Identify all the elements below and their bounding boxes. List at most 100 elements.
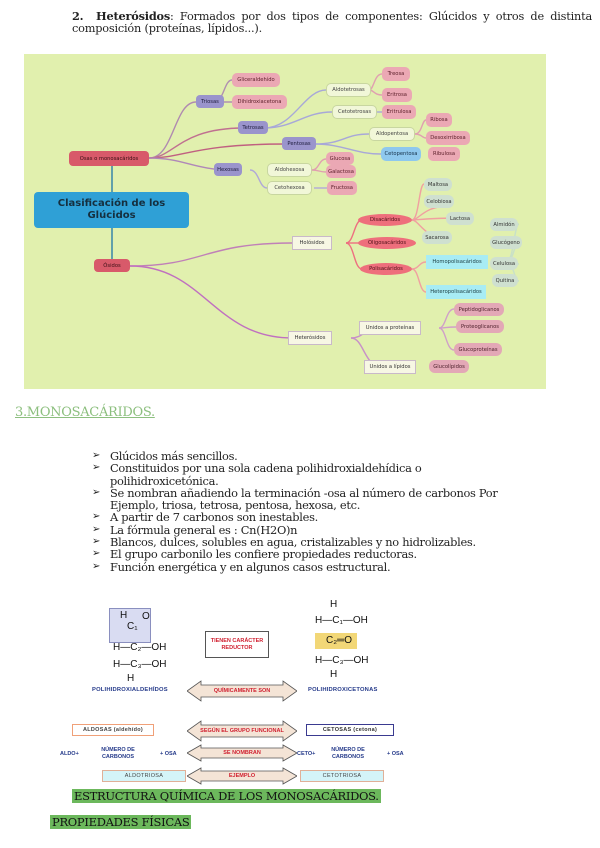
list-item: El grupo carbonilo les confiere propieda… <box>92 548 532 561</box>
double-arrow-icon <box>187 767 297 785</box>
ejemplo-arrow: EJEMPLO <box>187 767 297 785</box>
node-ribosa: Ribosa <box>426 113 452 127</box>
node-almidon: Almidón <box>490 218 518 231</box>
osa-label-2: + OSA <box>387 751 404 757</box>
aldehyde-o: O <box>142 611 150 622</box>
node-aldopentosa: Aldopentosa <box>369 127 415 141</box>
node-sacarosa: Sacarosa <box>422 231 452 244</box>
node-dihidroxiacetona: Dihidroxiacetona <box>232 95 287 109</box>
intro-text: : Formados por dos tipos de componentes:… <box>72 10 592 35</box>
section-title-monosacaridos[interactable]: 3.MONOSACÁRIDOS. <box>15 405 155 420</box>
node-cetohexosa: Cetohexosa <box>267 181 312 195</box>
node-heterosidos: Heterósidos <box>288 331 332 345</box>
list-item: Constituidos por una sola cadena polihid… <box>92 462 532 487</box>
ejemplo-label: EJEMPLO <box>228 772 256 779</box>
segun-arrow: SEGÚN EL GRUPO FUNCIONAL <box>187 720 297 742</box>
node-oligosacaridos: Oligosacáridos <box>358 237 416 249</box>
node-triosas: Triosas <box>196 95 224 108</box>
double-arrow-icon <box>187 744 297 762</box>
node-osas: Osas o monosacáridos <box>69 151 149 166</box>
ketone-c2: C₂═O <box>326 635 352 646</box>
aldehyde-group-highlight <box>109 608 151 643</box>
estructura-quimica-caption: ESTRUCTURA QUÍMICA DE LOS MONOSACÁRIDOS. <box>72 789 381 803</box>
intro-paragraph: 2. Heterósidos: Formados por dos tipos d… <box>72 10 592 35</box>
list-item: Blancos, dulces, solubles en agua, crist… <box>92 536 532 549</box>
se-nombran-arrow: SE NOMBRAN <box>187 744 297 762</box>
double-arrow-icon <box>187 680 297 702</box>
aldehyde-row2: H—C₂—OH <box>113 642 167 653</box>
numero-carbonos-1: NÚMERO DE CARBONOS <box>101 747 135 760</box>
list-item: A partir de 7 carbonos son inestables. <box>92 511 532 524</box>
list-item: Glúcidos más sencillos. <box>92 450 532 463</box>
aldehyde-c1: C₁ <box>127 621 138 632</box>
intro-number: 2. <box>72 9 84 23</box>
monosacaridos-bullet-list: Glúcidos más sencillos. Constituidos por… <box>92 450 532 574</box>
list-item: Función energética y en algunos casos es… <box>92 560 532 573</box>
node-hexosas: Hexosas <box>214 163 242 176</box>
numero-carbonos-2: NÚMERO DE CARBONOS <box>331 747 365 760</box>
node-desoxirribosa: Desoxirribosa <box>426 131 470 145</box>
node-cetopentosa: Cetopentosa <box>381 147 421 161</box>
poli-ald-label: POLIHIDROXIALDEHÍDOS <box>92 687 168 693</box>
ketone-h-top: H <box>330 599 338 610</box>
segun-label: SEGÚN EL GRUPO FUNCIONAL <box>200 727 284 734</box>
node-fructosa: Fructosa <box>327 181 357 195</box>
cetotriosa-box: CETOTRIOSA <box>300 770 384 782</box>
node-glucolipidos: Glucolípidos <box>429 360 469 373</box>
propiedades-fisicas-heading: PROPIEDADES FÍSICAS <box>50 815 192 829</box>
node-unidos-lipidos: Unidos a lípidos <box>364 360 416 374</box>
ketone-row1: H—C₁—OH <box>315 615 368 626</box>
glucidos-mind-map: Clasificación de los Glúcidos Osas o mon… <box>24 54 546 389</box>
node-pentosas: Pentosas <box>282 137 316 150</box>
double-arrow-icon <box>187 720 297 742</box>
osa-label-1: + OSA <box>160 751 177 757</box>
list-item: La fórmula general es : Cn(H2O)n <box>92 523 532 536</box>
node-heteropolisacaridos: Heteropolisacáridos <box>426 285 486 299</box>
node-eritrosa: Eritrosa <box>382 88 412 102</box>
ketone-group-highlight <box>315 633 357 649</box>
aldehyde-row3: H—C₃—OH <box>113 659 167 670</box>
node-maltosa: Maltosa <box>424 178 452 191</box>
node-aldotetrosas: Aldotetrosas <box>326 83 371 97</box>
mind-map-root: Clasificación de los Glúcidos <box>34 192 189 228</box>
aldehyde-h-bottom: H <box>127 673 135 684</box>
node-eritrulosa: Eritrulosa <box>382 105 416 119</box>
quimicamente-arrow: QUÍMICAMENTE SON <box>187 680 297 702</box>
list-item: Se nombran añadiendo la terminación -osa… <box>92 487 532 512</box>
node-unidos-proteinas: Unidos a proteínas <box>359 321 421 335</box>
node-galactosa: Galactosa <box>326 165 356 178</box>
node-glucogeno: Glucógeno <box>490 236 522 249</box>
ceto-label: CETO+ <box>297 751 316 757</box>
reductor-box: TIENEN CARÁCTER REDUCTOR <box>205 631 269 658</box>
node-glucosa: Glucosa <box>326 152 354 165</box>
node-polisacaridos: Polisacáridos <box>360 263 412 275</box>
node-tetrosas: Tetrosas <box>238 121 268 134</box>
se-nombran-label: SE NOMBRAN <box>223 749 261 756</box>
aldotriosa-box: ALDOTRIOSA <box>102 770 186 782</box>
cetosas-box: CETOSAS (cetona) <box>306 724 394 736</box>
node-glucoproteinas: Glucoproteínas <box>454 343 502 356</box>
poli-cet-label: POLIHIDROXICETONAS <box>308 687 378 693</box>
node-aldohexosa: Aldohexosa <box>267 163 312 177</box>
monosacaridos-structure-diagram: H O C₁ H—C₂—OH H—C₃—OH H POLIHIDROXIALDE… <box>60 598 440 788</box>
quimicamente-label: QUÍMICAMENTE SON <box>213 687 271 694</box>
node-ribulosa: Ribulosa <box>428 147 460 161</box>
node-proteoglicanos: Proteoglicanos <box>456 320 504 333</box>
node-osidos: Ósidos <box>94 259 130 272</box>
node-peptidoglicanos: Peptidoglicanos <box>454 303 504 316</box>
ketone-row3: H—C₃—OH <box>315 655 369 666</box>
intro-term: Heterósidos <box>96 9 171 23</box>
node-homopolisacaridos: Homopolisacáridos <box>426 255 488 269</box>
aldosas-box: ALDOSAS (aldehído) <box>72 724 154 736</box>
node-quitina: Quitina <box>492 274 518 287</box>
node-disacaridos: Disacáridos <box>358 214 412 226</box>
node-lactosa: Lactosa <box>446 212 474 225</box>
aldo-label: ALDO+ <box>60 751 79 757</box>
ketone-h-bottom: H <box>330 669 338 680</box>
node-cetotetrosas: Cetotetrosas <box>332 105 377 119</box>
node-celulosa: Celulosa <box>490 257 518 270</box>
node-holosidos: Holósidos <box>292 236 332 250</box>
node-treosa: Treosa <box>382 67 410 81</box>
aldehyde-h-top: H <box>120 610 128 621</box>
node-gliceraldehido: Gliceraldehído <box>232 73 280 87</box>
